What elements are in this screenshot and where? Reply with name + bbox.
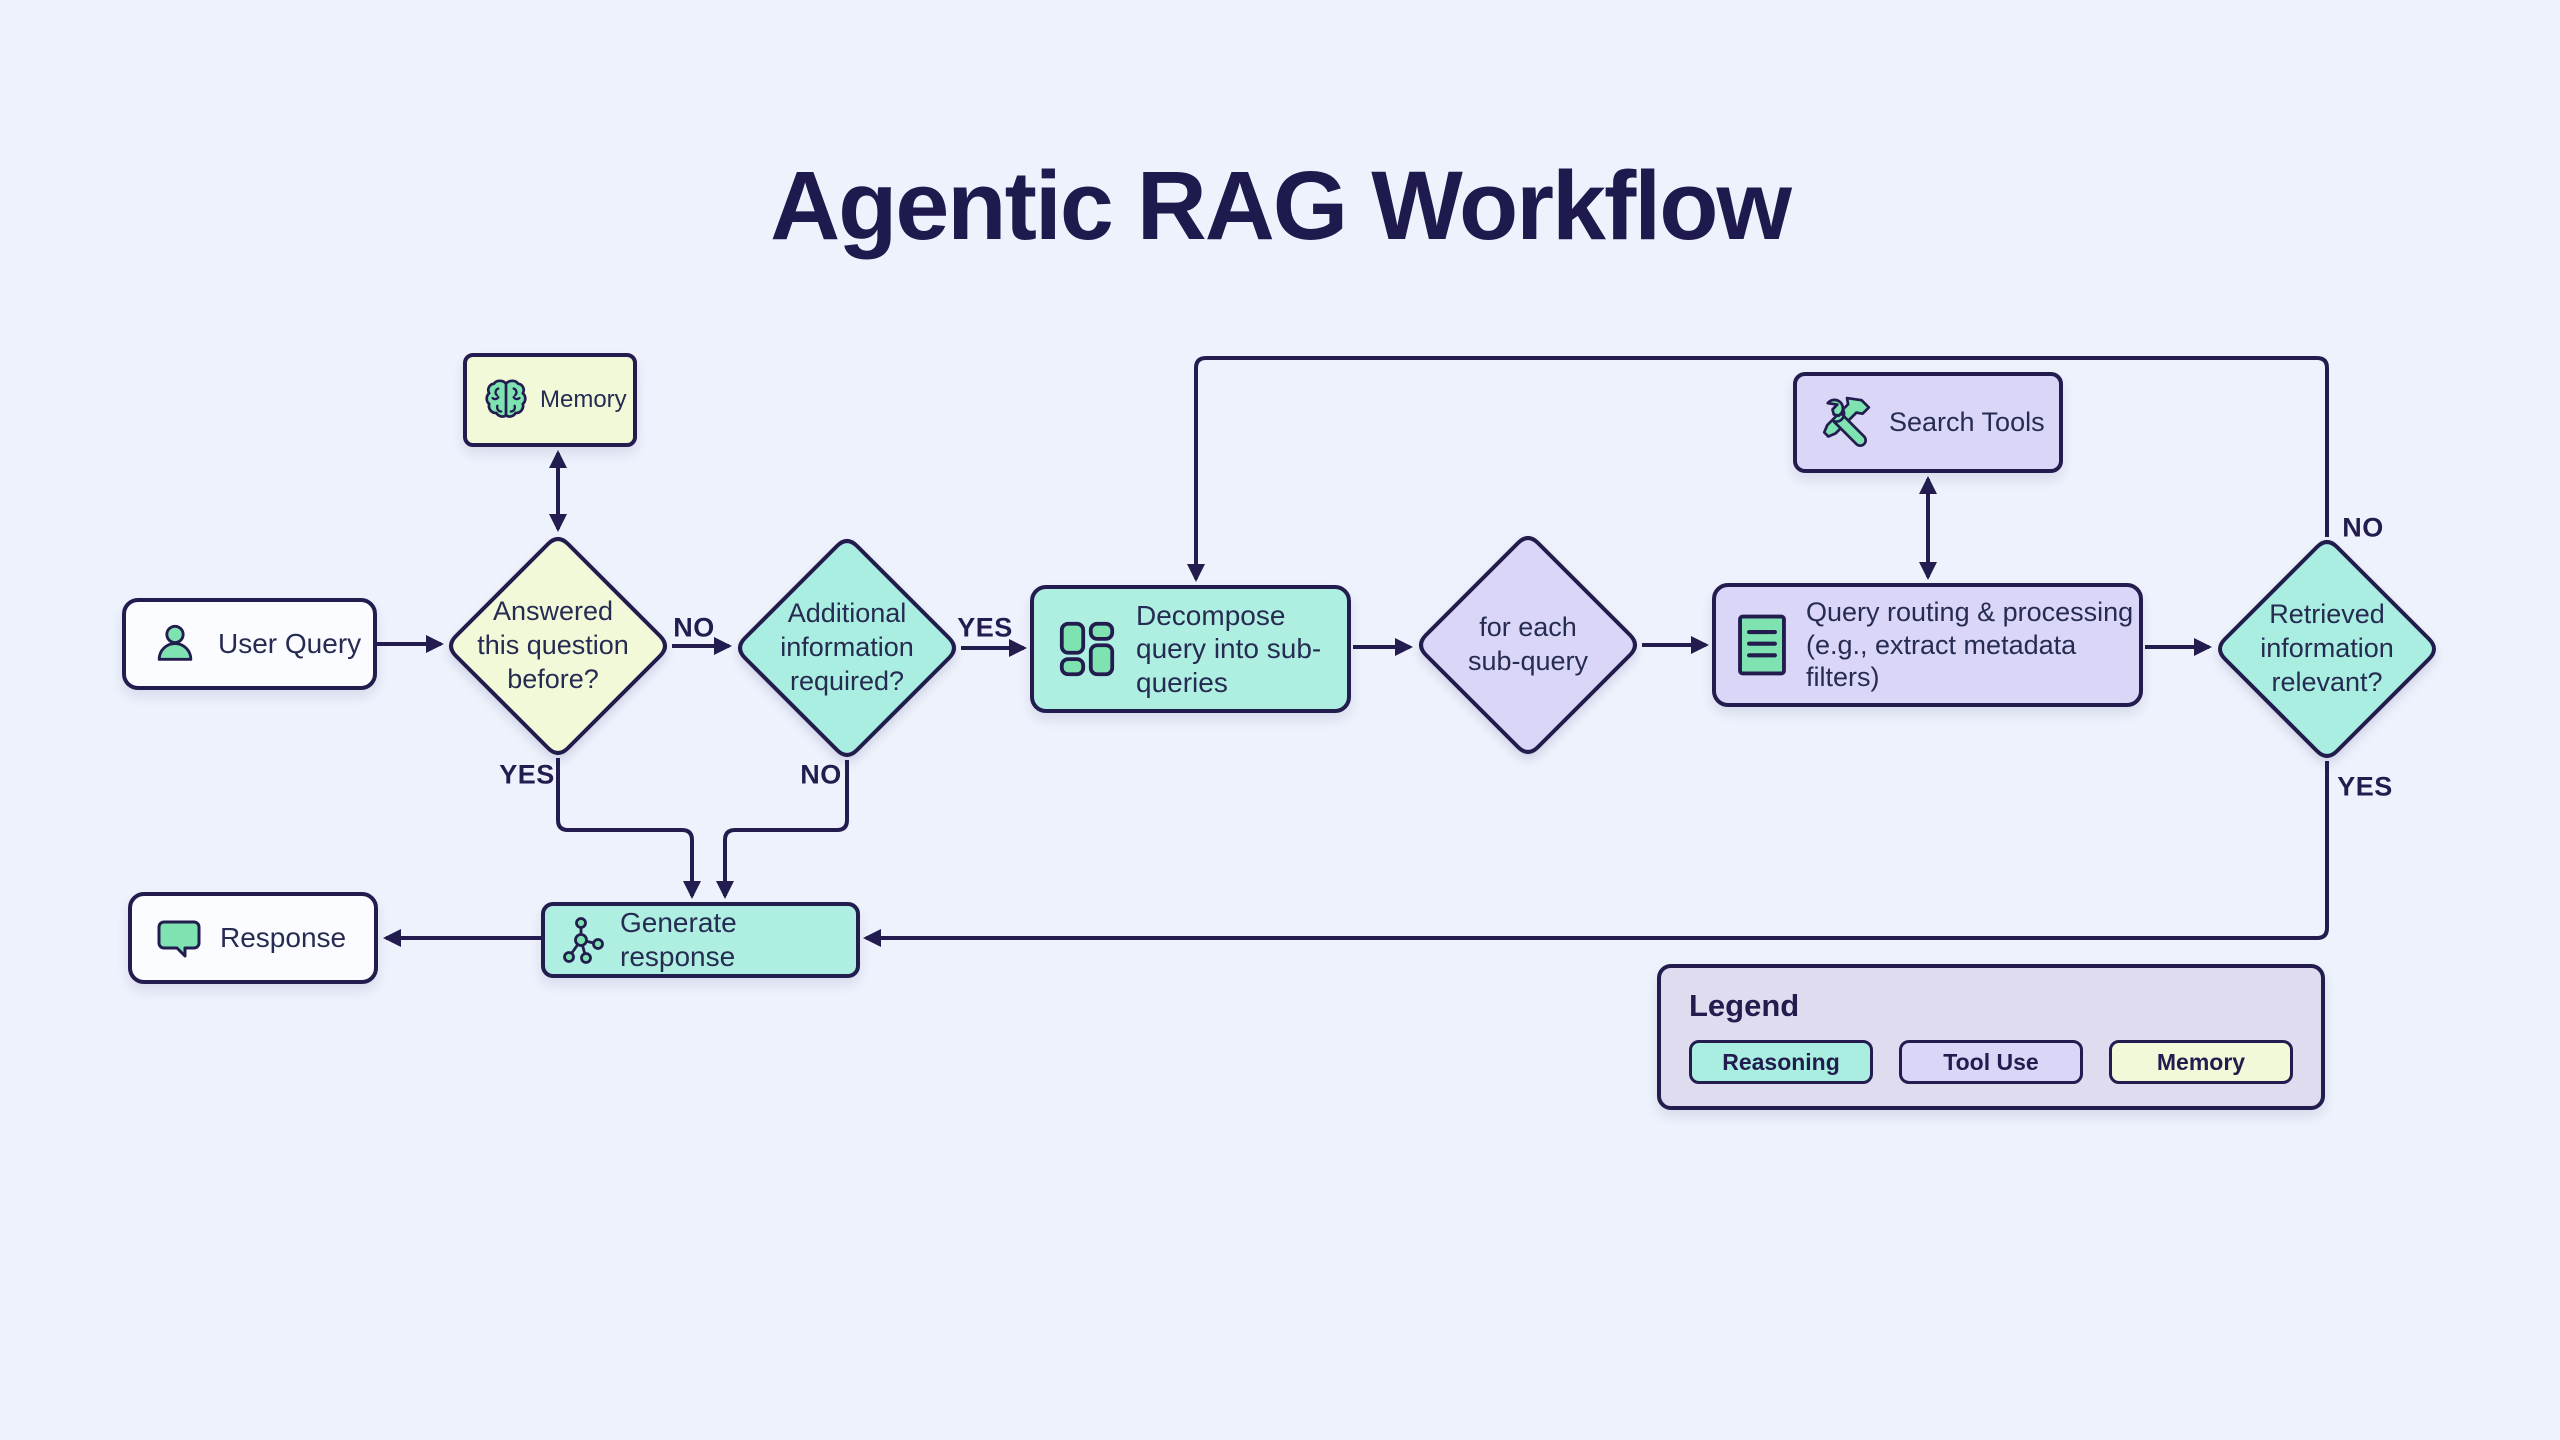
- node-query-routing-label: Query routing & processing (e.g., extrac…: [1806, 596, 2134, 693]
- node-memory: Memory: [463, 353, 637, 447]
- node-response: Response: [128, 892, 378, 984]
- node-response-label: Response: [220, 922, 347, 954]
- node-user-query: User Query: [122, 598, 377, 690]
- edge-label-answered-yes: YES: [499, 759, 555, 790]
- edge-label-retrieved-yes: YES: [2337, 771, 2393, 802]
- legend-chip-reasoning: Reasoning: [1689, 1040, 1873, 1084]
- decision-answered-before-diamond: [449, 537, 667, 755]
- node-user-query-label: User Query: [218, 628, 362, 660]
- user-icon: [157, 624, 193, 661]
- edge-label-retrieved-no: NO: [2342, 512, 2384, 543]
- edge-label-answered-no: NO: [673, 612, 715, 643]
- node-search-tools: Search Tools: [1793, 372, 2063, 473]
- edge-retrieved-no-loop-to-decompose: [1187, 356, 2329, 582]
- edge-additional-no-to-generate: [716, 760, 849, 899]
- node-search-tools-label: Search Tools: [1889, 407, 2045, 438]
- node-memory-label: Memory: [540, 385, 627, 413]
- grid-blocks-icon: [1059, 621, 1115, 677]
- legend-chip-tool-use: Tool Use: [1899, 1040, 2083, 1084]
- edge-label-additional-yes: YES: [957, 612, 1013, 643]
- node-decompose-query-label: Decompose query into sub-queries: [1136, 599, 1322, 698]
- legend-chips: Reasoning Tool Use Memory: [1689, 1040, 2293, 1084]
- legend-title: Legend: [1689, 988, 1800, 1023]
- decision-retrieved-relevant-diamond: [2218, 540, 2436, 758]
- tools-icon: [1822, 396, 1871, 447]
- network-graph-icon: [563, 917, 604, 964]
- diagram-title: Agentic RAG Workflow: [770, 151, 1792, 260]
- decision-additional-info-diamond: [738, 539, 956, 757]
- wrench: [1826, 398, 1867, 447]
- node-decompose-query: Decompose query into sub-queries: [1030, 585, 1351, 713]
- legend: Legend Reasoning Tool Use Memory: [1657, 964, 2325, 1110]
- decision-for-each-subquery-diamond: [1419, 536, 1637, 754]
- legend-chip-memory: Memory: [2109, 1040, 2293, 1084]
- speech-bubble-icon: [157, 920, 201, 958]
- edge-retrieved-yes-loop-to-generate: [863, 761, 2329, 947]
- document-list-icon: [1738, 614, 1786, 676]
- edge-label-additional-no: NO: [800, 759, 842, 790]
- brain-icon: [485, 379, 527, 418]
- node-query-routing: Query routing & processing (e.g., extrac…: [1712, 583, 2143, 707]
- node-generate-response-label: Generate response: [620, 907, 737, 972]
- node-generate-response: Generate response: [541, 902, 860, 978]
- edge-answered-yes-to-generate: [556, 758, 701, 899]
